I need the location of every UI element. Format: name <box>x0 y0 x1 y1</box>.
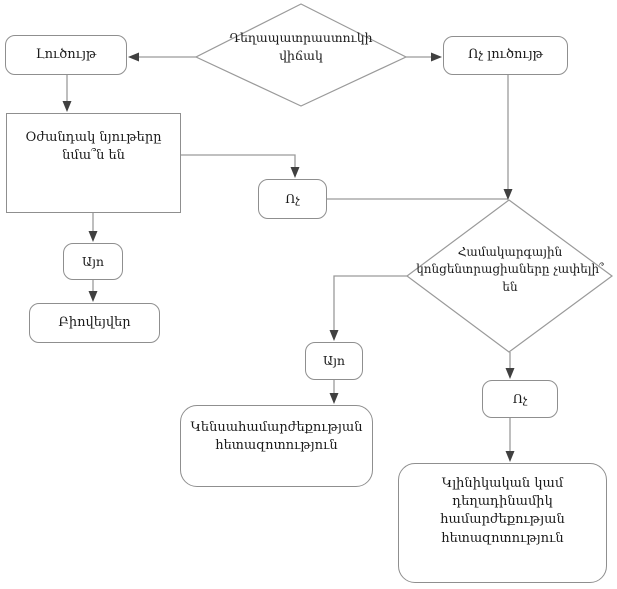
arrowhead-down-yes-mid <box>329 330 339 341</box>
node-clinical-study: Կլինիկական կամ դեղադինամիկ համարժեքությա… <box>398 463 607 583</box>
decision-concentrations-diamond-shape <box>405 199 614 353</box>
arrowhead-down-clinical <box>505 451 515 462</box>
decision-drug-state-label: Դեղապատրաստուկի վիճակ <box>229 30 373 64</box>
arrowhead-down-yes-left <box>88 231 98 242</box>
node-biowaiver: Բիովեյվեր <box>29 303 160 343</box>
connector-diamond-to-yes-mid <box>333 275 407 330</box>
arrowhead-down-biowaiver <box>88 291 98 302</box>
node-yes-left: Այո <box>63 243 123 280</box>
decision-concentrations-label: Համակարգային կոնցենտրացիաները չափելի՞ են <box>416 245 604 294</box>
arrowhead-left-solution <box>128 52 139 62</box>
node-no-mid: Ոչ <box>258 179 327 219</box>
arrowhead-down-bioequivalence <box>329 393 339 404</box>
arrowhead-down-diamond-right <box>503 189 513 200</box>
arrowhead-right-not-solution <box>431 52 442 62</box>
arrowhead-down-no-mid <box>290 167 300 178</box>
node-excipients-question: Օժանդակ նյութերը նմա՞ն են <box>6 113 181 213</box>
node-solution: Լուծույթ <box>5 35 127 75</box>
node-bioequivalence-study: Կենսահամարժեքության հետազոտություն <box>180 405 373 487</box>
arrowhead-down-no-right <box>505 368 515 379</box>
decision-drug-state-diamond-shape <box>194 3 408 107</box>
connector-excipients-to-no <box>181 154 296 167</box>
node-yes-mid: Այո <box>305 342 363 380</box>
node-not-solution: Ոչ լուծույթ <box>443 36 568 75</box>
arrowhead-down-excipients <box>62 101 72 112</box>
node-no-right: Ոչ <box>482 380 558 418</box>
